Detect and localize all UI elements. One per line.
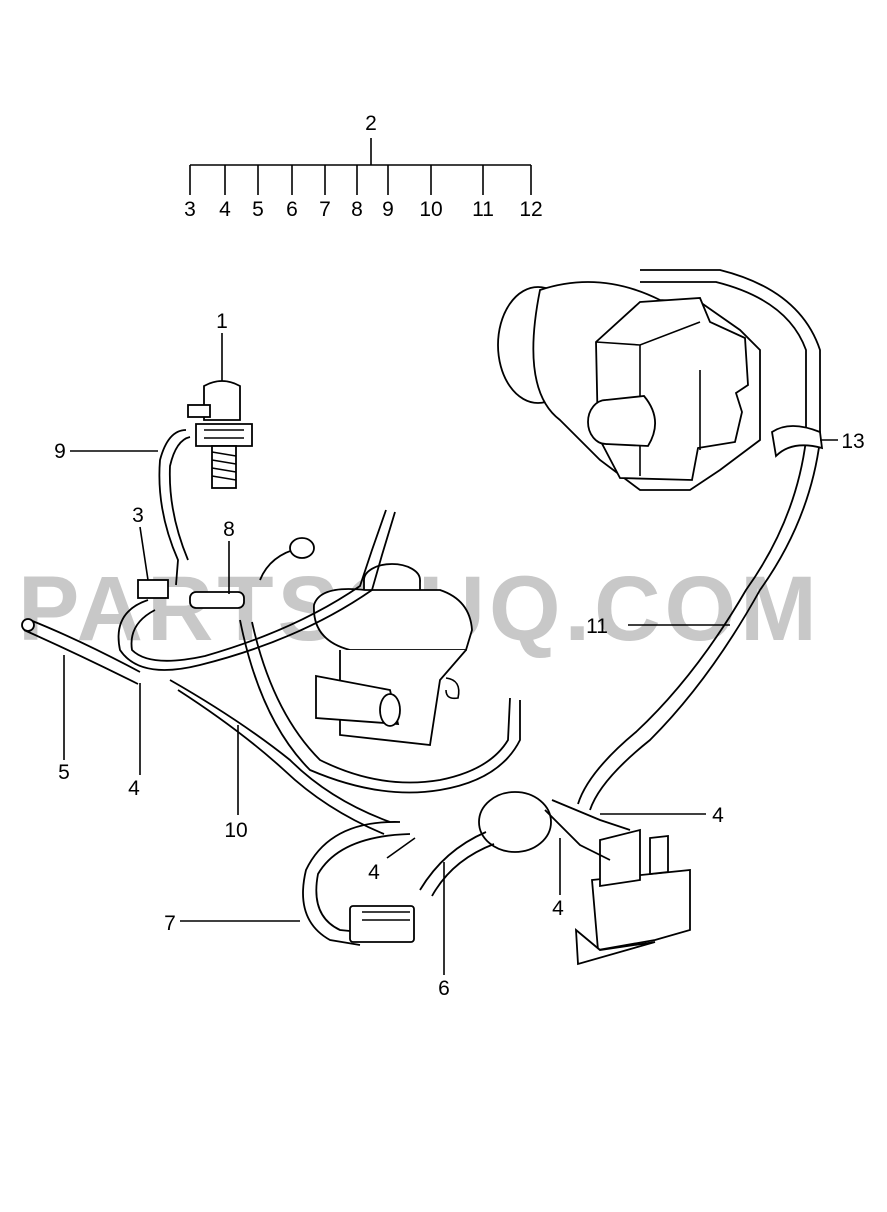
callout-9: 9 [54,440,66,463]
callout-2: 2 [365,112,377,135]
callout-2-sub-9: 9 [382,198,394,221]
callout-13: 13 [841,430,864,453]
callout-2-sub-12: 12 [519,198,542,221]
callout-2-sub-8: 8 [351,198,363,221]
callout-leaders [63,439,838,975]
callout-tree-2: 2 3 4 5 6 7 8 9 10 11 12 [184,112,543,221]
callout-labels: 1 3 8 9 5 4 10 7 4 6 4 4 11 13 [54,310,865,1000]
callout-2-sub-3: 3 [184,198,196,221]
callout-1: 1 [216,310,228,333]
callout-8: 8 [223,518,235,541]
callout-7: 7 [164,912,176,935]
callout-4-center: 4 [368,861,380,884]
callout-11: 11 [586,615,608,638]
egr-valve [313,563,473,746]
callout-10: 10 [224,819,247,842]
callout-4-right: 4 [712,804,724,827]
callout-2-sub-4: 4 [219,198,231,221]
callout-5: 5 [58,761,70,784]
callout-2-sub-11: 11 [472,198,494,221]
callout-4-bottom-right: 4 [552,897,564,920]
callout-4-left: 4 [128,777,140,800]
callout-3: 3 [132,504,144,527]
callout-6: 6 [438,977,450,1000]
solenoid-assembly-upper [497,281,761,491]
callout-2-sub-7: 7 [319,198,331,221]
sensor-part-1 [187,333,253,489]
callout-2-sub-10: 10 [419,198,442,221]
callout-2-sub-5: 5 [252,198,264,221]
callout-2-sub-6: 6 [286,198,298,221]
hose-network [21,269,824,966]
